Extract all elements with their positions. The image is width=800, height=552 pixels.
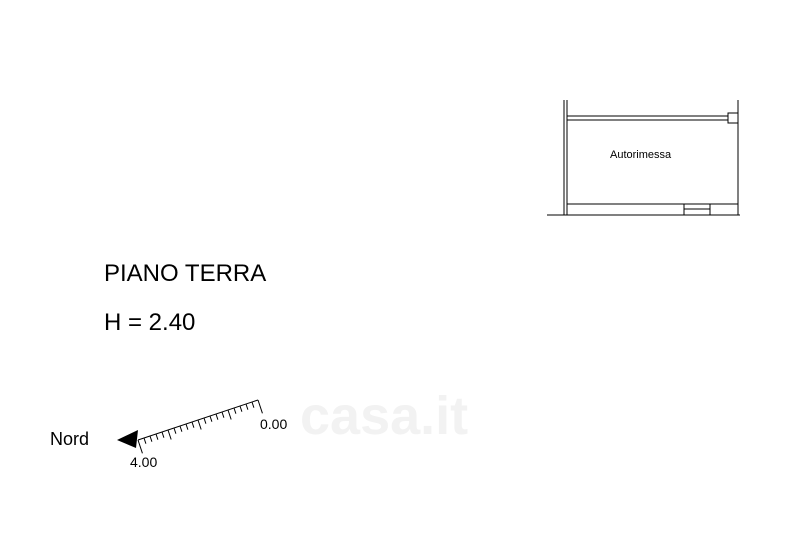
scale-tick bbox=[167, 429, 172, 440]
room-label: Autorimessa bbox=[610, 149, 672, 161]
watermark-logo: casa.it bbox=[300, 386, 469, 446]
scale-tick bbox=[155, 433, 159, 440]
scale-tick bbox=[191, 421, 195, 428]
scale-tick bbox=[239, 405, 243, 412]
scale-tick bbox=[209, 415, 213, 422]
scale-tick bbox=[215, 413, 219, 420]
scale-start-label: 0.00 bbox=[260, 416, 288, 432]
garage-walls bbox=[547, 100, 740, 216]
scale-tick bbox=[233, 407, 237, 414]
scale-tick bbox=[173, 427, 177, 434]
scale-tick bbox=[227, 409, 232, 420]
scale-tick bbox=[185, 423, 189, 430]
scale-tick bbox=[197, 419, 202, 430]
scale-tick bbox=[179, 425, 183, 432]
scale-tick bbox=[161, 431, 165, 438]
scale-tick bbox=[251, 401, 255, 408]
scale-tick bbox=[143, 437, 147, 444]
scale-tick bbox=[257, 399, 263, 414]
scale-tick bbox=[245, 403, 249, 410]
height-label: H = 2.40 bbox=[104, 309, 196, 336]
north-arrow-icon bbox=[117, 430, 138, 448]
floor-title: PIANO TERRA bbox=[104, 260, 267, 287]
scale-tick bbox=[149, 435, 153, 442]
scale-tick bbox=[221, 411, 225, 418]
scale-bar bbox=[137, 399, 263, 454]
scale-tick bbox=[203, 417, 207, 424]
scale-tick bbox=[137, 439, 143, 454]
scale-end-label: 4.00 bbox=[130, 454, 158, 470]
north-label: Nord bbox=[50, 429, 90, 449]
